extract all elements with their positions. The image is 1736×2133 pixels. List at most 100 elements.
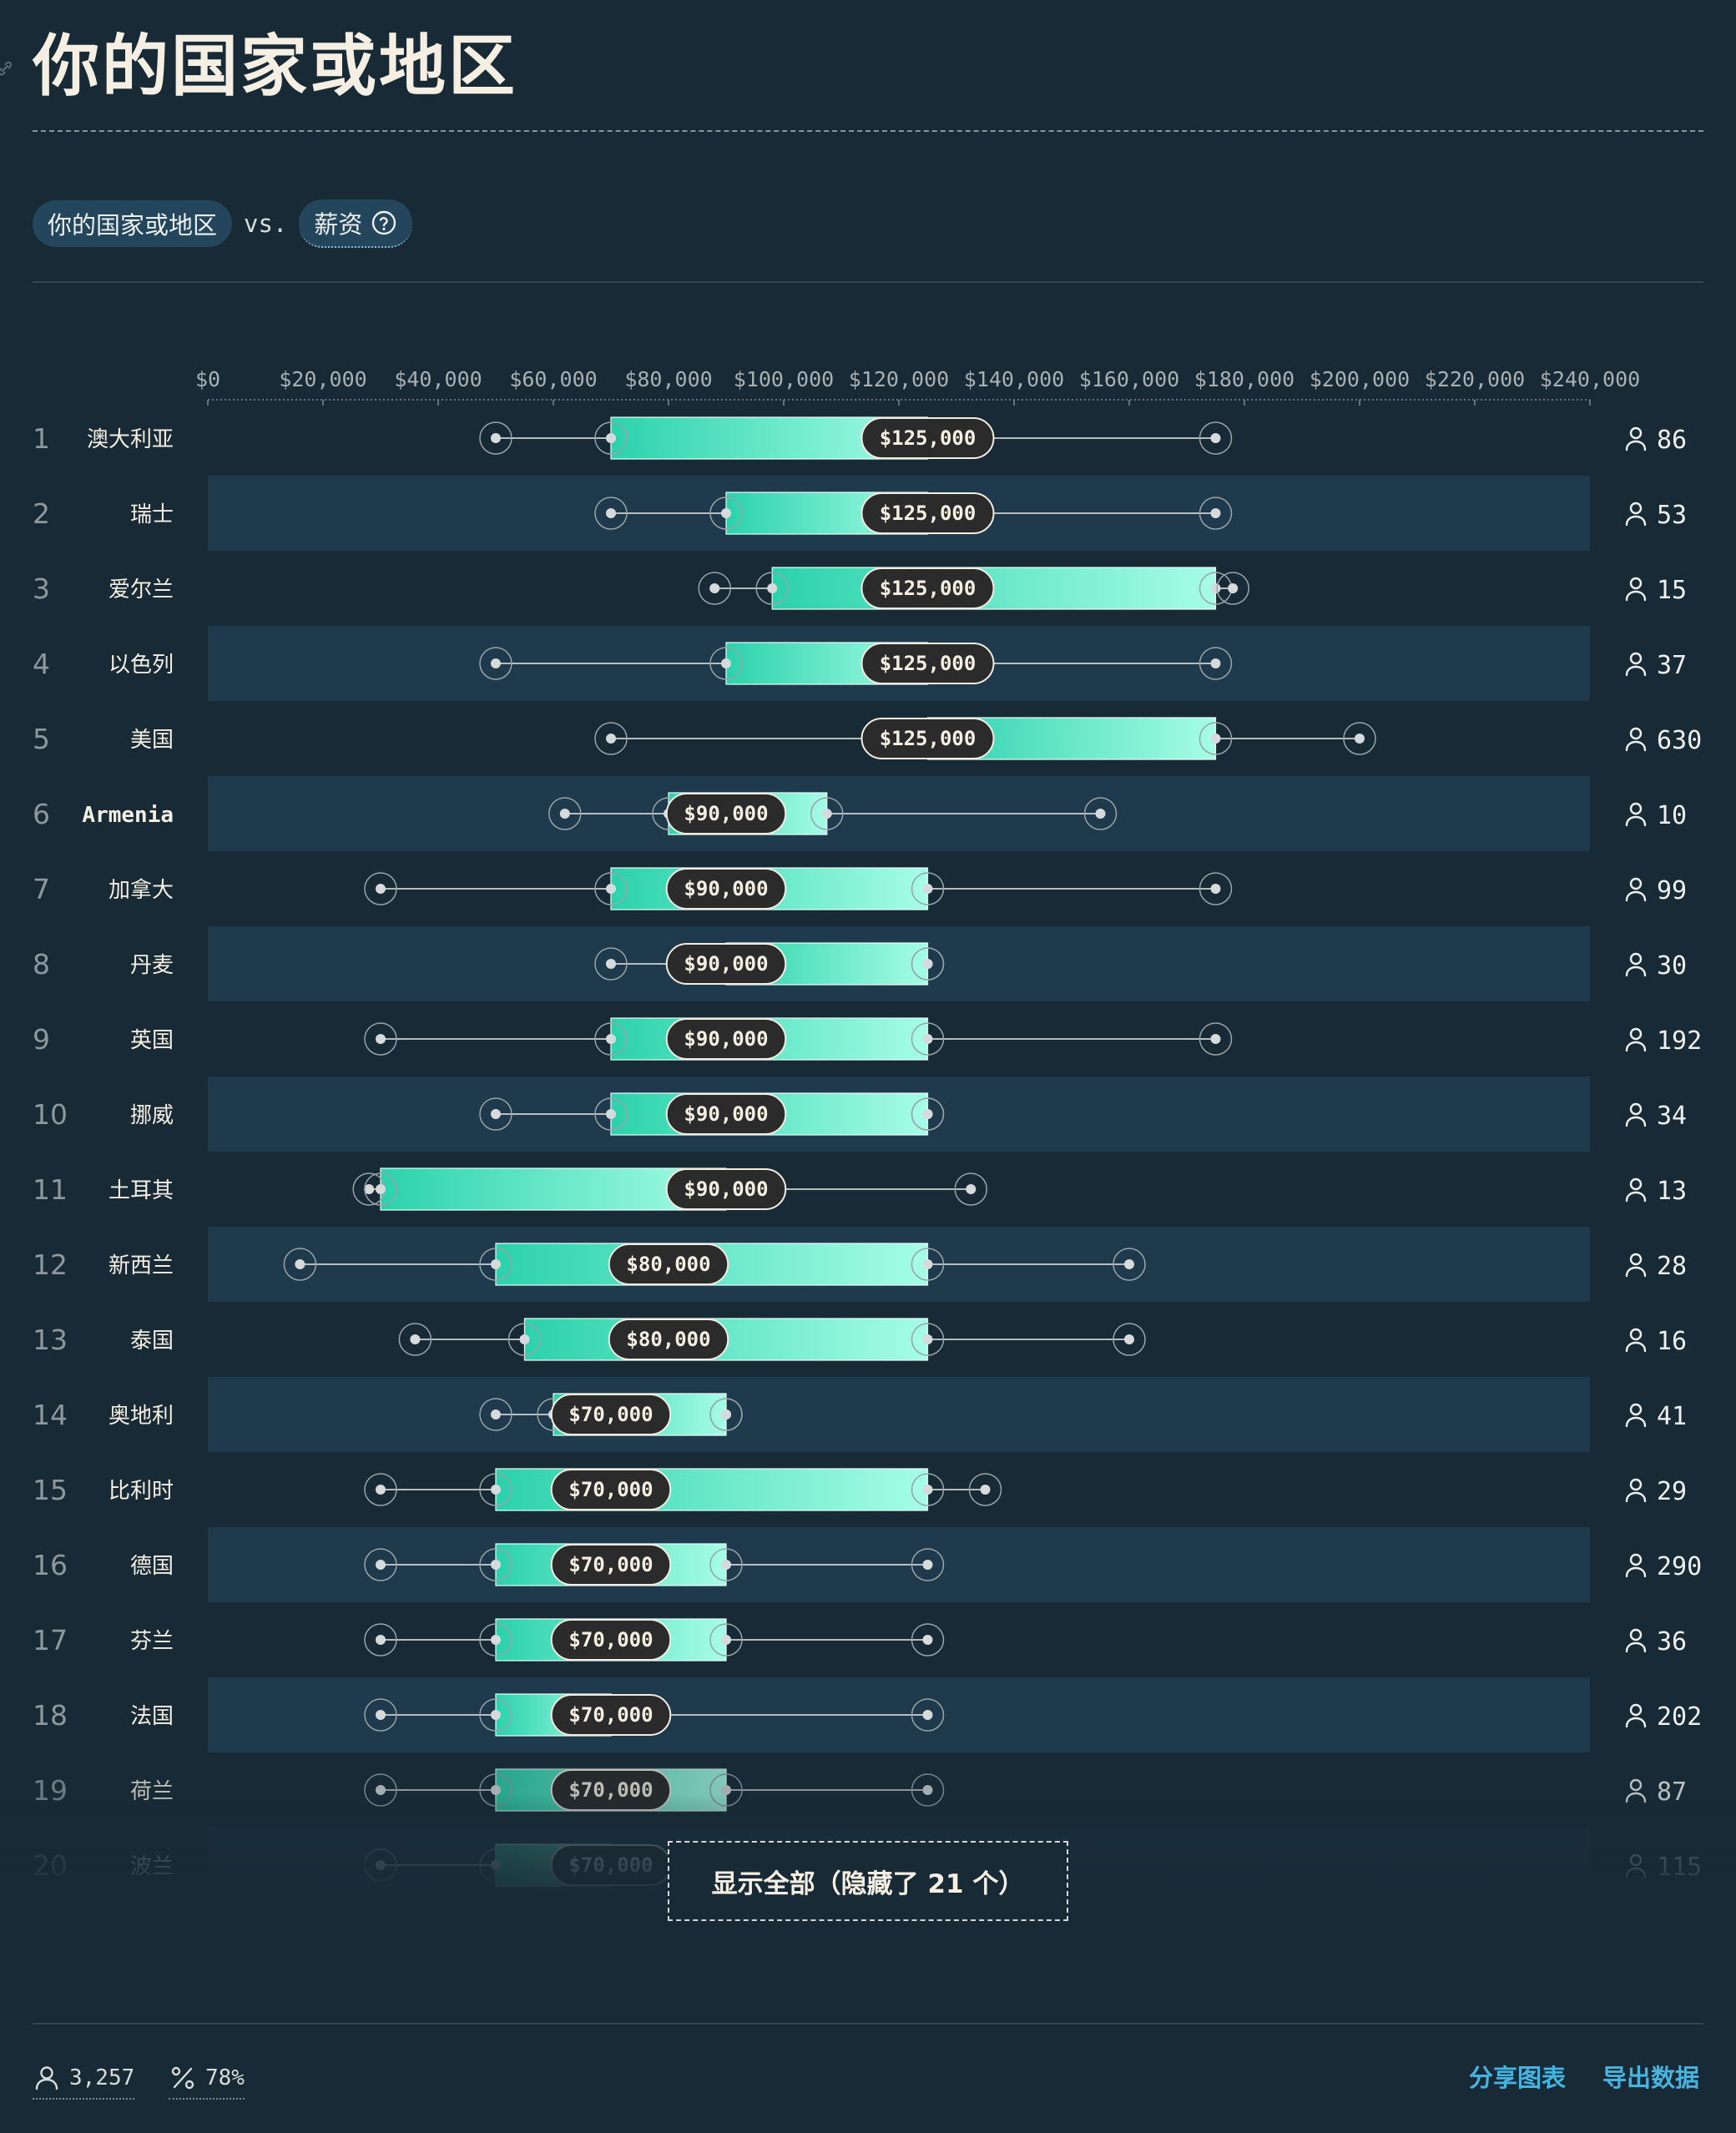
q3-marker bbox=[922, 1334, 933, 1344]
person-icon-head bbox=[1629, 1177, 1643, 1191]
person-icon-body bbox=[1625, 665, 1647, 677]
person-icon bbox=[1625, 1853, 1647, 1878]
show-all-button[interactable]: 显示全部（隐藏了 21 个） bbox=[668, 1841, 1068, 1921]
person-icon bbox=[1625, 1478, 1647, 1503]
q3-marker bbox=[721, 1560, 731, 1570]
median-pill bbox=[550, 1619, 672, 1661]
person-icon bbox=[1625, 502, 1647, 527]
median-label: $80,000 bbox=[626, 1328, 710, 1351]
metric-selector-label: 薪资 bbox=[314, 210, 363, 239]
share-chart-link[interactable]: 分享图表 bbox=[1469, 2064, 1567, 2092]
row-count: 290 bbox=[1657, 1552, 1702, 1581]
person-icon-body bbox=[1625, 815, 1647, 827]
max-marker-ring bbox=[1199, 497, 1233, 530]
median-pill bbox=[665, 868, 787, 910]
row-rank: 8 bbox=[33, 948, 50, 981]
median-pill bbox=[860, 492, 995, 534]
row-rank: 7 bbox=[33, 873, 50, 905]
person-icon bbox=[1625, 952, 1647, 977]
min-marker-ring bbox=[594, 947, 628, 981]
max-marker bbox=[922, 1109, 933, 1119]
row-country-label: 英国 bbox=[130, 1028, 174, 1053]
person-icon-body bbox=[1625, 1867, 1647, 1878]
min-marker-ring bbox=[364, 1548, 397, 1581]
q1-marker bbox=[519, 1334, 530, 1344]
q1-marker bbox=[491, 1710, 501, 1720]
q3-marker-ring bbox=[709, 1623, 743, 1656]
min-marker-ring bbox=[594, 722, 628, 755]
person-icon-body bbox=[1625, 890, 1647, 902]
max-marker bbox=[1210, 884, 1221, 894]
row-country-label: 土耳其 bbox=[108, 1178, 174, 1203]
person-icon-head bbox=[1629, 426, 1643, 440]
median-pill bbox=[608, 1243, 729, 1285]
q1-marker-ring bbox=[709, 647, 743, 680]
max-marker bbox=[1210, 658, 1221, 668]
median-label: $125,000 bbox=[880, 426, 976, 450]
x-tick-label: $100,000 bbox=[734, 367, 834, 391]
row-rank: 2 bbox=[33, 497, 50, 530]
metric-selector[interactable]: 薪资 bbox=[299, 199, 413, 248]
help-icon[interactable] bbox=[371, 209, 397, 236]
row-country-label: 加拿大 bbox=[108, 878, 174, 903]
median-pill bbox=[550, 1694, 672, 1736]
max-marker bbox=[1124, 1259, 1134, 1269]
link-icon[interactable] bbox=[0, 58, 15, 78]
min-marker-ring bbox=[398, 1323, 432, 1356]
row-rank: 6 bbox=[33, 798, 50, 830]
person-icon-body bbox=[1625, 1491, 1647, 1503]
row-rank: 12 bbox=[33, 1248, 68, 1281]
min-marker bbox=[376, 1635, 386, 1645]
row-count: 86 bbox=[1657, 426, 1687, 455]
person-icon bbox=[1625, 1253, 1647, 1278]
median-pill bbox=[665, 1018, 787, 1060]
person-icon bbox=[1625, 1177, 1647, 1203]
q1-marker-ring bbox=[755, 572, 789, 605]
person-icon-head bbox=[1629, 1778, 1643, 1792]
max-marker bbox=[1355, 734, 1365, 744]
row-country-label: 比利时 bbox=[108, 1479, 174, 1504]
median-pill bbox=[860, 417, 995, 459]
response-rate-value: 78% bbox=[205, 2065, 245, 2090]
max-marker bbox=[1210, 1034, 1221, 1044]
median-pill bbox=[550, 1469, 672, 1510]
response-rate: 78% bbox=[169, 2061, 245, 2100]
max-marker bbox=[1210, 433, 1221, 443]
row-rank: 17 bbox=[33, 1624, 68, 1656]
row-band bbox=[208, 1377, 1590, 1452]
min-marker bbox=[376, 1785, 386, 1795]
row-count: 87 bbox=[1657, 1778, 1687, 1807]
max-marker-ring bbox=[1216, 572, 1249, 605]
max-marker-ring bbox=[1199, 1022, 1233, 1056]
person-icon-body bbox=[1625, 1641, 1647, 1653]
dimension-selector[interactable]: 你的国家或地区 bbox=[33, 200, 233, 247]
q1-marker-ring bbox=[709, 497, 743, 530]
q1-marker bbox=[606, 1034, 616, 1044]
median-label: $70,000 bbox=[568, 1703, 653, 1727]
person-icon-body bbox=[1625, 1191, 1647, 1203]
min-marker-ring bbox=[364, 872, 397, 905]
export-data-link[interactable]: 导出数据 bbox=[1602, 2064, 1700, 2092]
min-marker bbox=[491, 1109, 501, 1119]
row-country-label: Armenia bbox=[82, 803, 174, 828]
person-icon bbox=[1625, 877, 1647, 902]
